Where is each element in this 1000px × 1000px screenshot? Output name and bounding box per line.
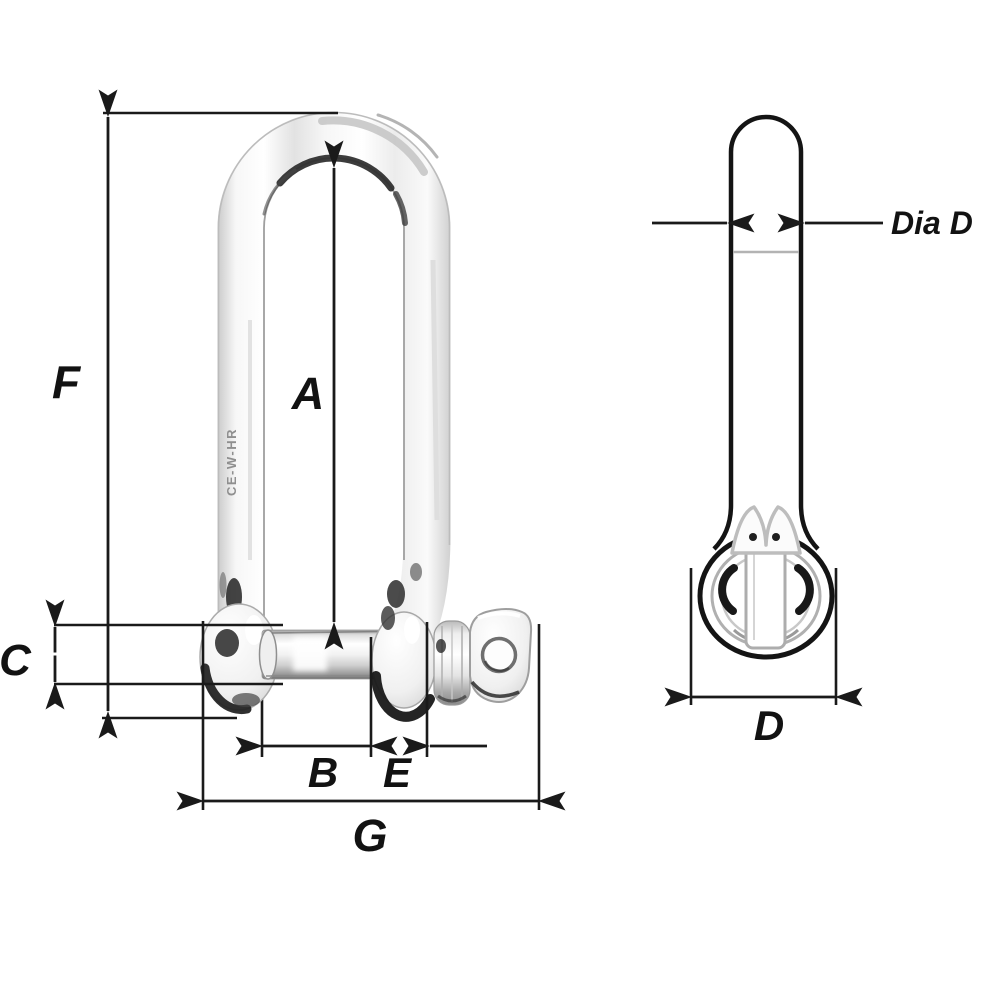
side-wings (730, 505, 802, 555)
left-flange-highlight (245, 615, 263, 645)
outer-arch-highlight (318, 116, 428, 176)
side-pin-bracket-right (794, 564, 814, 615)
dimension-E-label: E (383, 749, 413, 796)
engraving-text: CE-W-HR (224, 428, 239, 496)
pin-end-cap (258, 629, 278, 680)
dimension-C-label: C (0, 636, 32, 685)
collar-bottom-shade (437, 694, 467, 703)
shackle-side-view (697, 114, 835, 660)
pin-collar (433, 620, 471, 706)
pin-head-hole-shadow (483, 660, 510, 672)
left-flange-dark-spot (215, 629, 239, 657)
shackle-body (217, 111, 451, 652)
inner-arch-shadow-right (393, 191, 408, 226)
dimension-DiaD-label: Dia D (891, 205, 973, 241)
side-wing-dot-left (749, 533, 757, 541)
right-leg-streak (430, 259, 440, 521)
dimension-A-label: A (291, 368, 325, 419)
right-leg-dark-mark (387, 580, 405, 608)
side-shank-bar (712, 114, 820, 551)
outer-arch-shade (376, 113, 439, 159)
pin-head-bottom-shadow (470, 680, 520, 698)
inner-arch-shadow-left (262, 168, 297, 216)
pin (258, 629, 386, 680)
dimension-G-label: G (352, 810, 387, 861)
right-flange-highlight (404, 616, 420, 644)
front-view-dimensions (45, 89, 566, 811)
right-leg-dark-mark-2 (410, 563, 422, 581)
left-leg-dark-mark-2 (219, 572, 227, 598)
left-flange-bottom-shade (232, 693, 260, 707)
dimension-D-label: D (754, 702, 784, 749)
side-wing-dot-right (772, 533, 780, 541)
dimension-F-label: F (52, 356, 82, 408)
shackle-front-view: CE-W-HR (199, 111, 533, 757)
left-flange-shadow (200, 663, 252, 715)
right-flange-dark-spot (381, 606, 395, 630)
pin-head (469, 608, 533, 703)
collar-dark-spot (436, 639, 446, 653)
right-flange-shadow (371, 671, 435, 722)
side-pin-bracket-left (718, 564, 738, 615)
pin-highlight (293, 637, 327, 671)
pin-head-highlight (477, 611, 521, 620)
dimension-B-label: B (308, 749, 338, 796)
side-view-dimensions (652, 213, 883, 707)
